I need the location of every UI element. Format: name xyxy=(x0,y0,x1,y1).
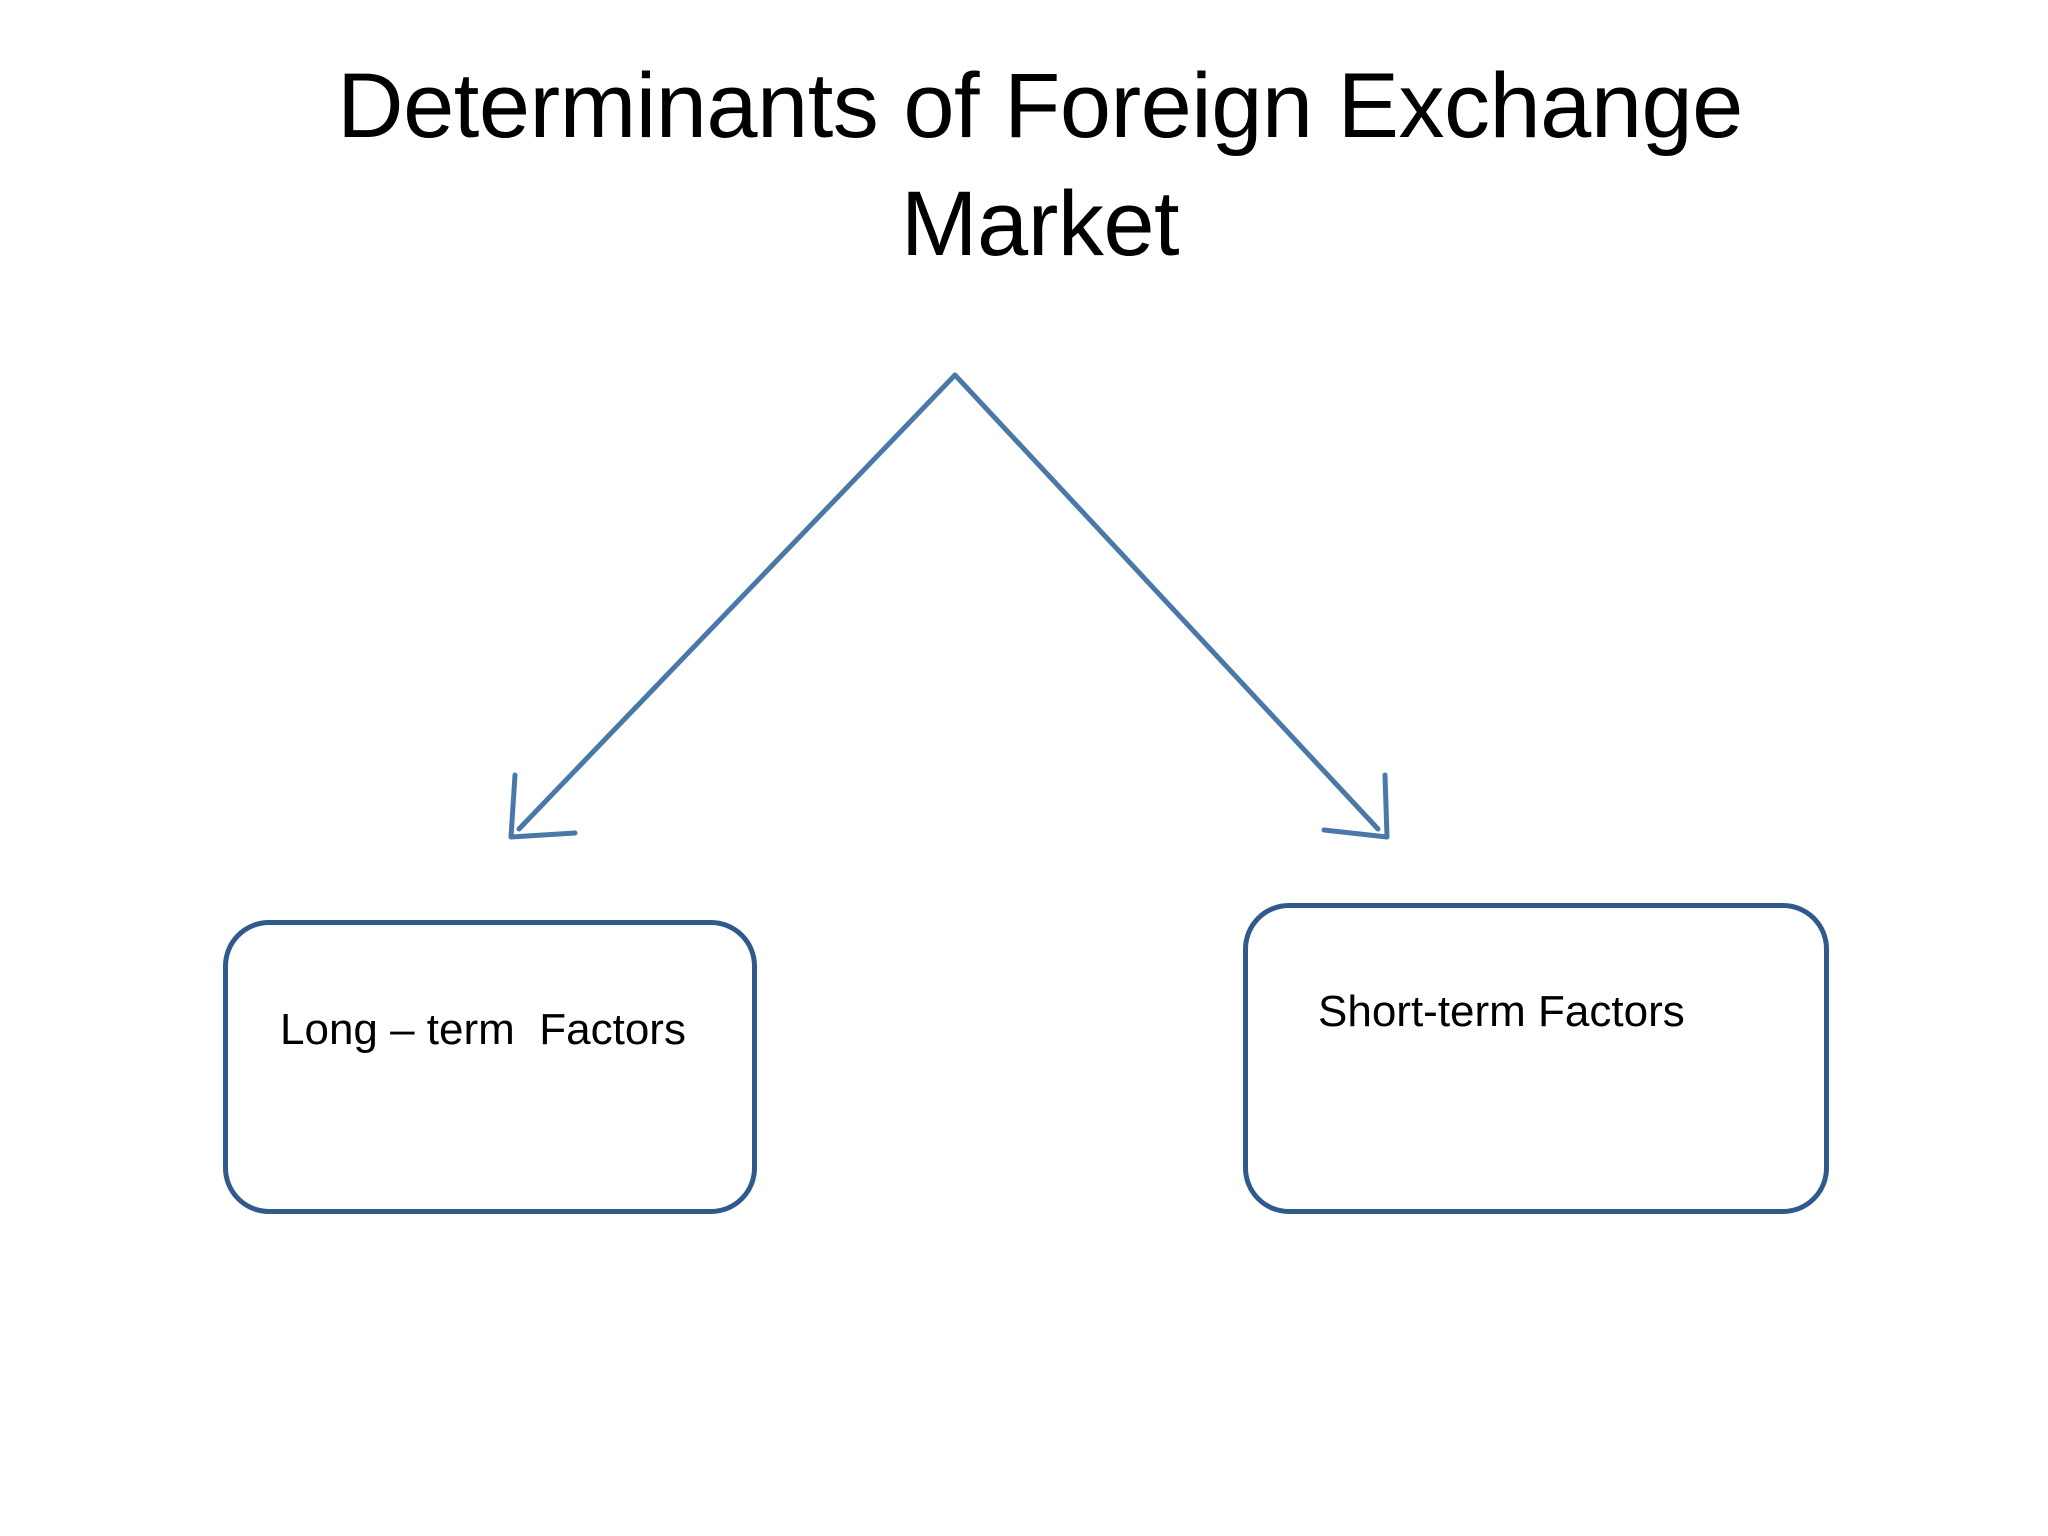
arrow-to-long-term-head-icon xyxy=(508,772,578,840)
arrow-to-short-term-shaft xyxy=(952,372,1381,832)
arrow-to-long-term xyxy=(508,372,958,840)
node-box-long-term-factors[interactable] xyxy=(223,920,757,1214)
arrow-to-short-term-head-icon xyxy=(1321,772,1390,840)
page-title: Determinants of Foreign Exchange Market xyxy=(337,55,1743,275)
node-label-short-term-factors: Short-term Factors xyxy=(1318,987,1685,1036)
node-label-long-term-factors: Long – term Factors xyxy=(280,1005,686,1054)
node-box-short-term-factors[interactable] xyxy=(1243,903,1829,1214)
arrow-to-long-term-shaft xyxy=(516,372,958,832)
arrow-to-short-term xyxy=(952,372,1390,840)
